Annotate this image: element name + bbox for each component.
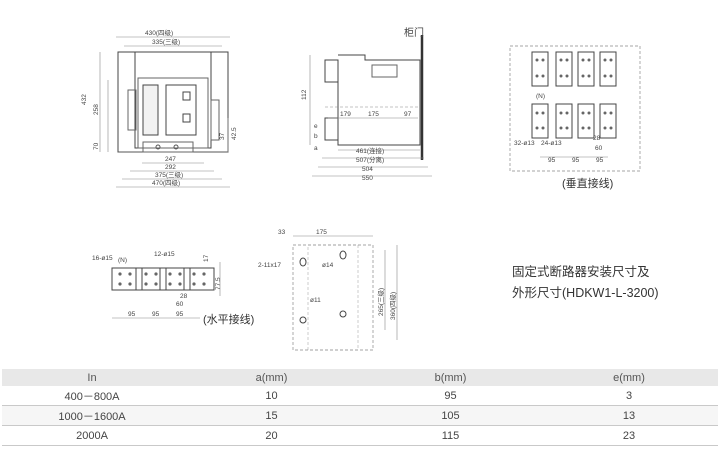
spec-table: In a(mm) b(mm) e(mm) 400－800A 10 95 3 10… — [2, 369, 718, 446]
vert-n-label: (N) — [536, 93, 545, 100]
table-cell: 20 — [182, 425, 361, 446]
header-b: b(mm) — [361, 369, 540, 386]
table-cell: 15 — [182, 405, 361, 426]
table-cell: 95 — [361, 386, 540, 406]
vert-dim-95-3: 95 — [596, 157, 604, 164]
figure-title: 固定式断路器安装尺寸及 外形尺寸(HDKW1-L-3200) — [512, 262, 659, 304]
table-cell: 105 — [361, 405, 540, 426]
dim-front-left-2: 258 — [93, 104, 100, 115]
horizontal-connection-view — [111, 262, 221, 319]
vert-dim-32: 32-ø13 — [514, 140, 535, 147]
dim-side-b: b — [314, 133, 318, 140]
dim-side-550: 550 — [362, 175, 373, 182]
figure-title-line2: 外形尺寸(HDKW1-L-3200) — [512, 286, 659, 300]
horiz-dim-95-3: 95 — [176, 311, 184, 318]
mount-dim-slot: 2-11x17 — [258, 262, 281, 269]
header-e: e(mm) — [540, 369, 718, 386]
vert-dim-95-2: 95 — [572, 157, 580, 164]
horiz-dim-28: 28 — [180, 293, 188, 300]
horiz-dim-12: 12-ø15 — [154, 251, 175, 258]
table-cell: 1000－1600A — [2, 405, 182, 426]
table-cell: 2000A — [2, 425, 182, 446]
dim-side-175: 175 — [368, 111, 379, 118]
figure-title-line1: 固定式断路器安装尺寸及 — [512, 265, 650, 279]
horiz-dim-95-2: 95 — [152, 311, 160, 318]
dim-front-top-1: 430(四级) — [145, 28, 173, 37]
technical-drawing: 430(四级) 335(三级) 432 258 70 37 42.5 247 2… — [81, 26, 641, 351]
vert-dim-95-1: 95 — [548, 157, 556, 164]
horiz-dim-95-1: 95 — [128, 311, 136, 318]
mount-dim-11: ø11 — [310, 297, 321, 304]
vertical-connection-caption: (垂直接线) — [562, 178, 614, 190]
vert-dim-28: 28 — [593, 135, 601, 142]
table-cell: 23 — [540, 425, 718, 446]
table-row: 1000－1600A 15 105 13 — [2, 405, 718, 426]
dimension-labels: 430(四级) 335(三级) 432 258 70 37 42.5 247 2… — [81, 26, 604, 320]
mounting-view — [292, 235, 398, 351]
dim-side-a: a — [314, 145, 318, 152]
dim-side-97: 97 — [404, 111, 412, 118]
header-a: a(mm) — [182, 369, 361, 386]
dim-front-top-2: 335(三级) — [152, 37, 180, 46]
table-cell: 115 — [361, 425, 540, 446]
horiz-dim-77: 77.5 — [215, 277, 222, 290]
mount-dim-175: 175 — [316, 229, 327, 236]
side-view — [309, 35, 432, 177]
horiz-n-label: (N) — [118, 257, 127, 264]
horiz-dim-60: 60 — [176, 301, 184, 308]
horiz-dim-17: 17 — [203, 254, 210, 262]
table-cell: 13 — [540, 405, 718, 426]
dim-side-e: e — [314, 123, 318, 130]
dim-front-bottom-2: 292 — [165, 164, 176, 171]
dim-front-right-1: 37 — [219, 132, 226, 140]
dim-side-504: 504 — [362, 166, 373, 173]
table-cell: 3 — [540, 386, 718, 406]
table-row: 400－800A 10 95 3 — [2, 386, 718, 406]
mount-dim-14: ø14 — [322, 262, 334, 269]
vert-dim-24: 24-ø13 — [541, 140, 562, 147]
dim-front-bottom-3: 375(三级) — [155, 170, 183, 179]
dim-front-left-3: 70 — [93, 142, 100, 150]
dim-front-right-2: 42.5 — [231, 127, 238, 140]
front-view — [99, 36, 230, 188]
dim-side-179: 179 — [340, 111, 351, 118]
table-cell: 10 — [182, 386, 361, 406]
table-cell: 400－800A — [2, 386, 182, 406]
door-label: 柜门 — [404, 26, 424, 39]
dim-side-112: 112 — [301, 89, 308, 100]
vert-dim-60: 60 — [595, 145, 603, 152]
mount-dim-360: 360(四级) — [388, 292, 397, 320]
mount-dim-33: 33 — [278, 229, 286, 236]
dim-side-507: 507(分离) — [356, 155, 384, 164]
horizontal-connection-caption: (水平接线) — [203, 314, 255, 326]
horiz-dim-16: 16-ø15 — [92, 255, 113, 262]
mount-dim-265: 265(三级) — [376, 288, 385, 316]
table-row: 2000A 20 115 23 — [2, 425, 718, 446]
vertical-connection-view — [509, 45, 641, 172]
dim-front-bottom-1: 247 — [165, 156, 176, 163]
dim-side-461: 461(连接) — [356, 146, 384, 155]
header-in: In — [2, 369, 182, 386]
dim-front-bottom-4: 470(四级) — [152, 178, 180, 187]
table-header-row: In a(mm) b(mm) e(mm) — [2, 369, 718, 386]
dim-front-left-1: 432 — [81, 94, 88, 105]
